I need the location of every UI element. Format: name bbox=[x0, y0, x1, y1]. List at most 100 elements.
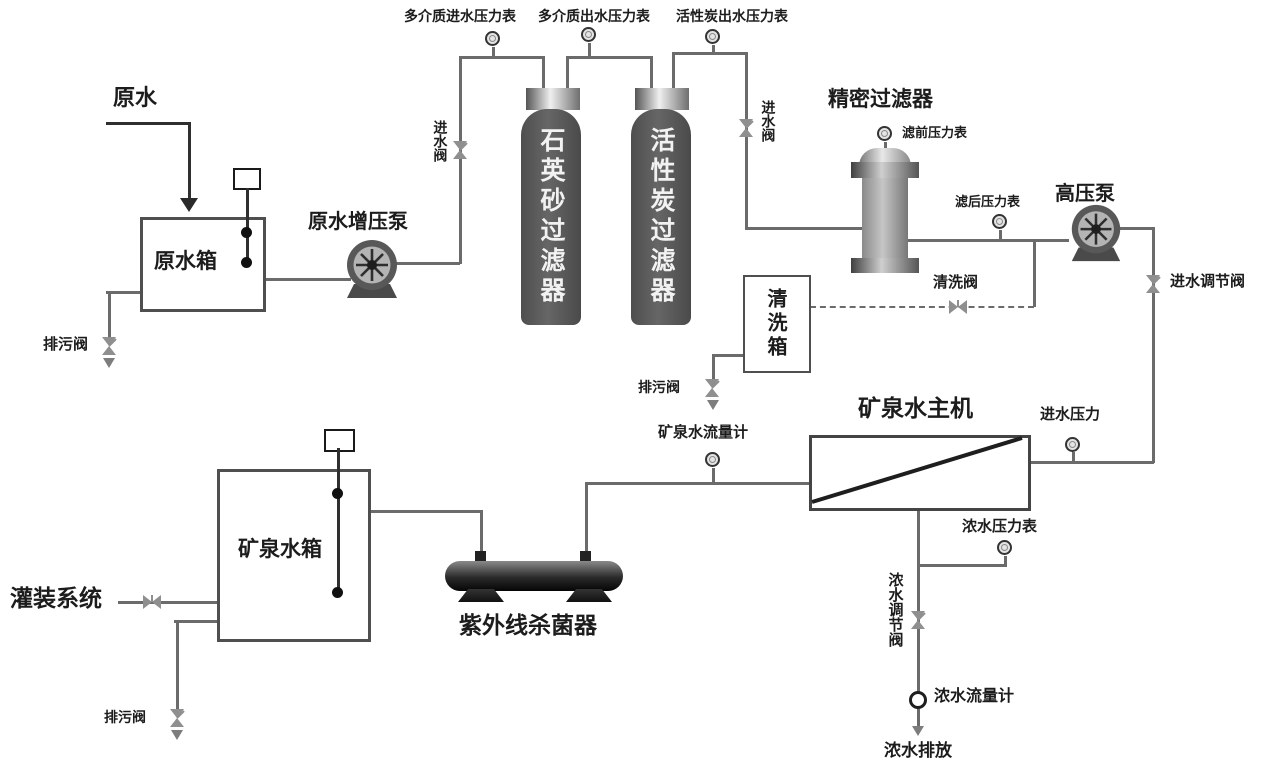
postfilter-gauge-label: 滤后压力表 bbox=[955, 194, 1021, 209]
pipe bbox=[712, 354, 715, 380]
carbon-filter-cap bbox=[635, 88, 689, 110]
pipe bbox=[1152, 227, 1155, 463]
high-pressure-pump-label: 高压泵 bbox=[1055, 183, 1115, 205]
mineral-flow-meter-label: 矿泉水流量计 bbox=[658, 424, 749, 441]
gauge-stem bbox=[1072, 452, 1075, 462]
drain-arrow bbox=[103, 358, 115, 368]
pipe bbox=[1028, 461, 1154, 464]
pipe bbox=[188, 122, 191, 202]
valve-icon-filling bbox=[143, 595, 161, 609]
mm-inlet-gauge-label: 多介质进水压力表 bbox=[404, 8, 516, 24]
carbon-filter: 活性炭过滤器 bbox=[631, 109, 691, 325]
pipe bbox=[905, 239, 1069, 242]
pipe bbox=[459, 56, 462, 264]
valve-icon-inlet-1 bbox=[453, 141, 468, 159]
pressure-gauge-icon bbox=[581, 27, 596, 42]
inlet-pressure-label: 进水压力 bbox=[1040, 406, 1101, 423]
pipe bbox=[566, 56, 569, 92]
valve-icon-drain-cleaning bbox=[705, 379, 720, 397]
float-rod bbox=[246, 188, 249, 265]
cleaning-valve-label: 清洗阀 bbox=[933, 274, 979, 291]
pipe bbox=[566, 56, 652, 59]
pipe bbox=[917, 709, 920, 727]
quartz-filter-label: 石英砂过滤器 bbox=[537, 127, 565, 307]
float-ball bbox=[332, 488, 343, 499]
concentrate-flow-meter-label: 浓水流量计 bbox=[934, 688, 1015, 705]
drain-arrow bbox=[707, 400, 719, 410]
cleaning-tank bbox=[743, 275, 811, 373]
uv-foot bbox=[566, 589, 612, 602]
raw-water-tank-label: 原水箱 bbox=[154, 250, 217, 273]
pipe bbox=[650, 56, 653, 92]
cleaning-line-dashed bbox=[810, 306, 1034, 308]
uv-sterilizer-body bbox=[445, 561, 623, 591]
precision-filter-body bbox=[862, 178, 908, 260]
valve-icon-concentrate-regulating bbox=[911, 611, 926, 629]
pipe bbox=[1118, 227, 1154, 230]
concentrate-gauge-icon bbox=[997, 540, 1012, 555]
float-rod bbox=[337, 448, 340, 594]
gauge-stem bbox=[588, 43, 591, 57]
carbon-filter-label: 活性炭过滤器 bbox=[647, 127, 675, 307]
pipe bbox=[174, 620, 218, 623]
pipe bbox=[917, 564, 1007, 567]
uv-port bbox=[580, 551, 591, 563]
valve-icon-cleaning bbox=[949, 300, 967, 314]
ro-unit-diagonal bbox=[811, 436, 1023, 504]
ac-outlet-gauge-label: 活性炭出水压力表 bbox=[676, 8, 788, 24]
gauge-stem bbox=[999, 230, 1002, 240]
precision-filter-top-flange bbox=[851, 162, 919, 178]
precision-filter-dome bbox=[859, 148, 911, 166]
pipe bbox=[745, 52, 748, 229]
pipe bbox=[106, 291, 142, 294]
high-pressure-pump-icon bbox=[1071, 204, 1121, 262]
concentrate-discharge-arrow bbox=[912, 726, 924, 736]
pipe bbox=[263, 278, 351, 281]
pipe bbox=[480, 510, 483, 554]
inlet-regulating-valve-label: 进水调节阀 bbox=[1170, 273, 1246, 290]
pipe bbox=[459, 56, 544, 59]
gauge-stem bbox=[712, 45, 715, 53]
ro-unit-label: 矿泉水主机 bbox=[858, 395, 973, 421]
uv-port bbox=[475, 551, 486, 563]
pipe bbox=[585, 482, 810, 485]
pipe bbox=[1033, 240, 1036, 307]
pressure-gauge-icon bbox=[485, 31, 500, 46]
filling-system-label: 灌装系统 bbox=[10, 585, 102, 611]
pipe bbox=[108, 291, 111, 339]
mineral-flow-meter-icon bbox=[705, 452, 720, 467]
gauge-stem bbox=[712, 468, 715, 483]
float-switch-icon bbox=[233, 168, 261, 190]
mm-outlet-gauge-label: 多介质出水压力表 bbox=[538, 8, 650, 24]
concentrate-discharge-label: 浓水排放 bbox=[884, 741, 952, 760]
drain-valve-label-mineral: 排污阀 bbox=[104, 709, 146, 725]
pipe bbox=[585, 482, 588, 554]
float-ball bbox=[332, 587, 343, 598]
inlet-valve-label-1: 进水阀 bbox=[432, 120, 449, 162]
postfilter-gauge-icon bbox=[992, 214, 1007, 229]
pipe bbox=[176, 620, 179, 712]
mineral-water-tank bbox=[217, 469, 371, 642]
mineral-water-tank-label: 矿泉水箱 bbox=[238, 538, 322, 561]
pipe bbox=[106, 122, 190, 125]
pipe bbox=[542, 56, 545, 92]
drain-valve-label-cleaning: 排污阀 bbox=[638, 379, 680, 395]
pipe bbox=[672, 52, 747, 55]
concentrate-gauge-label: 浓水压力表 bbox=[962, 518, 1038, 535]
pipe bbox=[368, 510, 482, 513]
drain-arrow bbox=[171, 730, 183, 740]
uv-sterilizer-label: 紫外线杀菌器 bbox=[459, 612, 597, 638]
pressure-gauge-icon bbox=[705, 29, 720, 44]
quartz-filter: 石英砂过滤器 bbox=[521, 109, 581, 325]
prefilter-gauge-label: 滤前压力表 bbox=[902, 125, 968, 140]
valve-icon-drain-mineral bbox=[170, 709, 185, 727]
inlet-pressure-gauge-icon bbox=[1065, 437, 1080, 452]
pipe bbox=[672, 52, 675, 92]
concentrate-regulating-valve-label: 浓水调节阀 bbox=[886, 572, 904, 647]
pipe bbox=[917, 508, 920, 692]
pipe bbox=[396, 262, 460, 265]
valve-icon-drain-raw bbox=[102, 337, 117, 355]
uv-foot bbox=[458, 589, 504, 602]
valve-icon-inlet-regulating bbox=[1146, 275, 1161, 293]
